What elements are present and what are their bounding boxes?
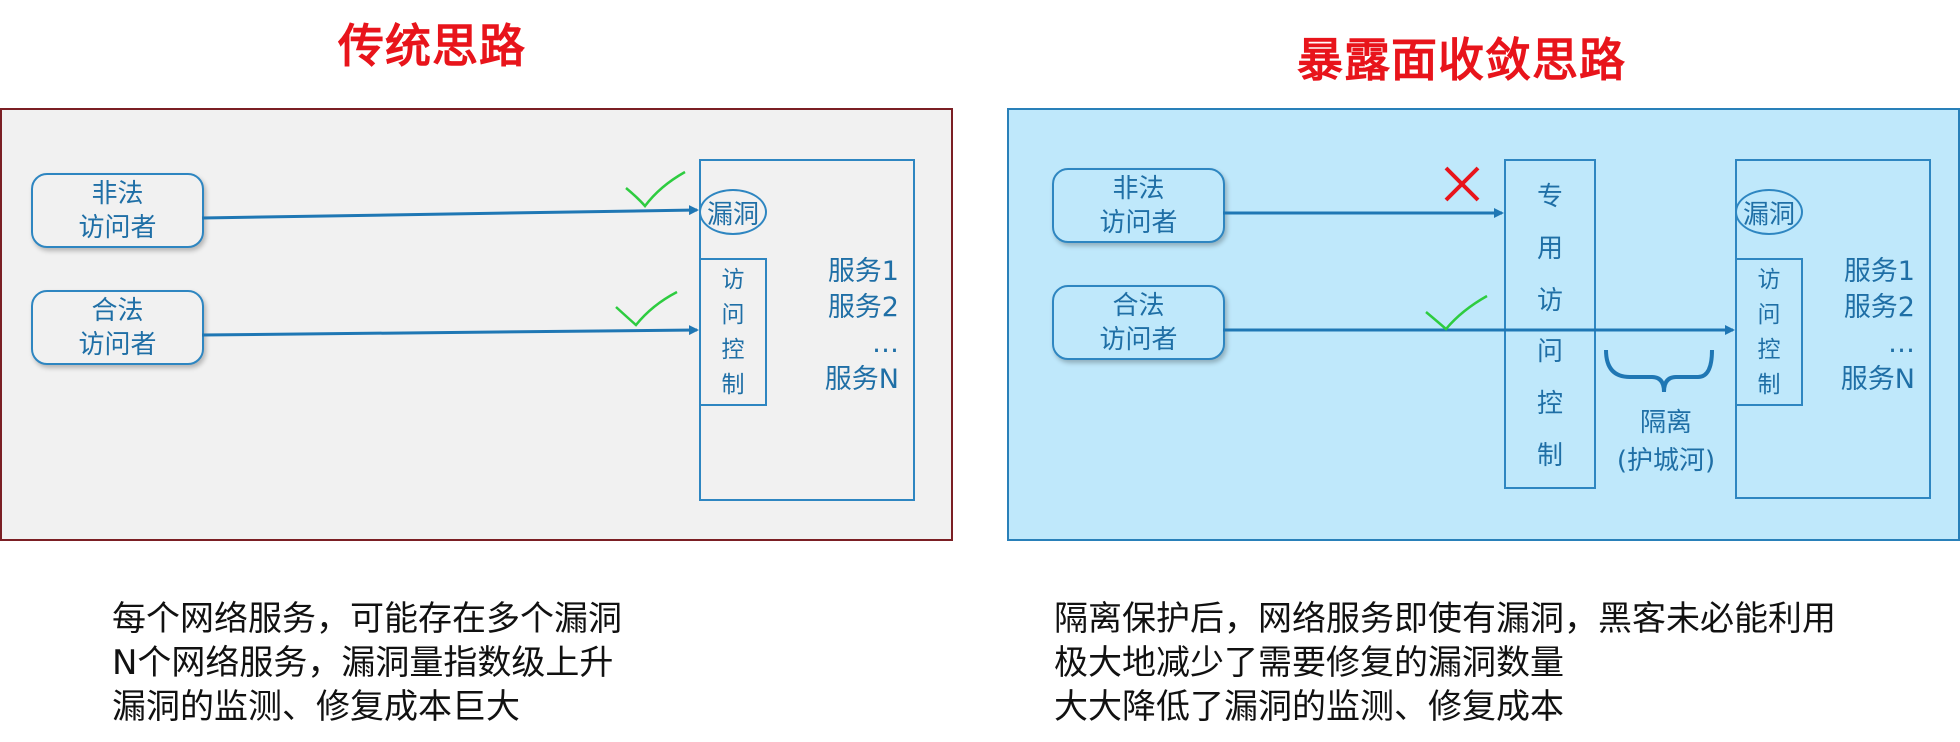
service-list: 服务1 服务2 … 服务N (817, 254, 899, 398)
acl-char: 控 (721, 336, 745, 363)
caption-line: 漏洞的监测、修复成本巨大 (112, 687, 520, 727)
acl-char: 访 (721, 266, 745, 293)
illegal-visitor-line2: 访问者 (1099, 207, 1178, 238)
acl-char: 问 (721, 301, 745, 328)
service-item: 服务2 (1843, 292, 1915, 323)
illegal-access-arrow (201, 205, 699, 220)
convergence-diagram-panel: 非法 访问者 合法 访问者 专 用 访 问 控 制 漏洞 访 问 控 制 服务1… (1007, 108, 1960, 541)
illegal-visitor-node: 非法 访问者 (31, 173, 204, 248)
dedicated-acl-char: 制 (1536, 440, 1563, 471)
service-item: … (872, 328, 899, 359)
convergence-title: 暴露面收敛思路 (1297, 33, 1626, 87)
illegal-visitor-line1: 非法 (1112, 173, 1165, 204)
service-item: … (1888, 328, 1915, 359)
traditional-caption: 每个网络服务，可能存在多个漏洞 N个网络服务，漏洞量指数级上升 漏洞的监测、修复… (112, 597, 622, 729)
cross-icon (1444, 166, 1480, 202)
legal-visitor-line2: 访问者 (78, 329, 157, 360)
dedicated-acl-char: 用 (1536, 233, 1563, 264)
vulnerability-label: 漏洞 (1735, 189, 1803, 235)
caption-line: 每个网络服务，可能存在多个漏洞 (112, 599, 622, 639)
legal-visitor-line1: 合法 (1112, 290, 1165, 321)
service-item: 服务N (824, 364, 899, 395)
dedicated-access-control-box: 专 用 访 问 控 制 (1504, 159, 1596, 489)
illegal-visitor-line1: 非法 (91, 178, 144, 209)
isolation-label-line1: 隔离 (1639, 408, 1692, 438)
convergence-caption: 隔离保护后，网络服务即使有漏洞，黑客未必能利用 极大地减少了需要修复的漏洞数量 … (1054, 597, 1836, 729)
isolation-label: 隔离 (护城河) (1595, 404, 1737, 480)
caption-line: N个网络服务，漏洞量指数级上升 (112, 643, 614, 683)
isolation-brace (1604, 349, 1714, 393)
traditional-diagram-panel: 非法 访问者 合法 访问者 漏洞 访 问 控 制 服务1 服务2 … 服务N (0, 108, 953, 541)
caption-line: 大大降低了漏洞的监测、修复成本 (1054, 687, 1564, 727)
dedicated-acl-char: 访 (1536, 285, 1563, 316)
check-icon (615, 290, 678, 327)
caption-line: 隔离保护后，网络服务即使有漏洞，黑客未必能利用 (1054, 599, 1836, 639)
acl-char: 制 (1757, 371, 1781, 398)
service-item: 服务2 (827, 292, 899, 323)
dedicated-acl-char: 控 (1536, 388, 1563, 419)
legal-visitor-line1: 合法 (91, 295, 144, 326)
vulnerability-label: 漏洞 (699, 189, 767, 235)
check-icon (625, 170, 686, 208)
illegal-visitor-node: 非法 访问者 (1052, 168, 1225, 243)
legal-visitor-node: 合法 访问者 (31, 290, 204, 365)
illegal-visitor-line2: 访问者 (78, 212, 157, 243)
traditional-title: 传统思路 (338, 19, 526, 73)
legal-visitor-node: 合法 访问者 (1052, 285, 1225, 360)
service-list: 服务1 服务2 … 服务N (1829, 254, 1915, 398)
caption-line: 极大地减少了需要修复的漏洞数量 (1054, 643, 1564, 683)
acl-char: 问 (1757, 301, 1781, 328)
service-item: 服务1 (827, 256, 899, 287)
isolation-label-line2: (护城河) (1616, 446, 1716, 476)
service-item: 服务N (1840, 364, 1915, 395)
service-item: 服务1 (1843, 256, 1915, 287)
acl-char: 制 (721, 371, 745, 398)
dedicated-acl-char: 问 (1536, 337, 1563, 368)
acl-char: 访 (1757, 266, 1781, 293)
dedicated-acl-char: 专 (1536, 182, 1563, 213)
check-icon (1425, 294, 1488, 331)
access-control-box: 访 问 控 制 (699, 258, 767, 406)
access-control-box: 访 问 控 制 (1735, 258, 1803, 406)
legal-visitor-line2: 访问者 (1099, 324, 1178, 355)
acl-char: 控 (1757, 336, 1781, 363)
legal-access-arrow (201, 325, 699, 337)
